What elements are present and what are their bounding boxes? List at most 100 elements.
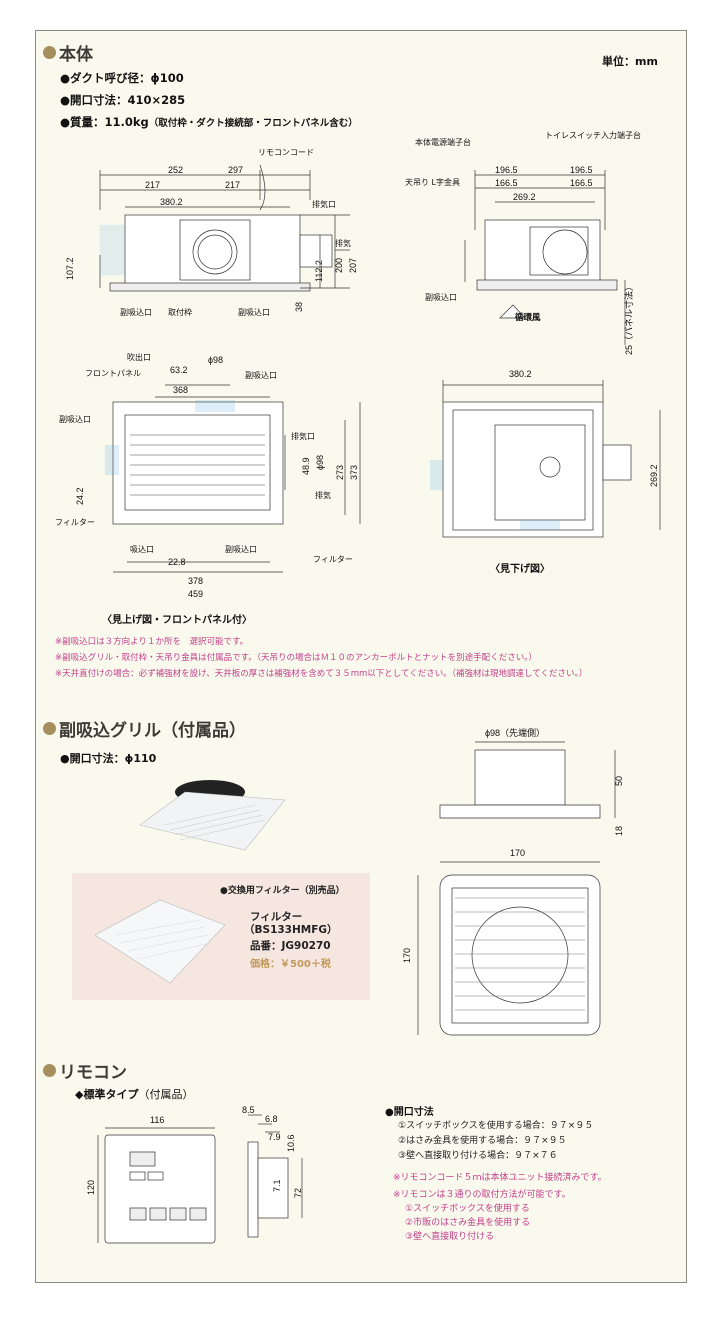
remote-opening-2: ②はさみ金具を使用する場合：９７×９５ [398, 1136, 567, 1146]
filter-photo-icon [94, 899, 226, 984]
dim-grille-w170: 170 [510, 848, 525, 858]
dim-grille-h170: 170 [402, 948, 412, 963]
spec-duct: ●ダクト呼び径：ϕ100 [60, 71, 184, 85]
label-sub-intake: 副吸込口 [425, 293, 457, 302]
dim-phi98-side: ϕ98 [315, 455, 325, 470]
label-hanger: 天吊り L字金具 [405, 177, 460, 187]
label-front-panel: フロントパネル [85, 369, 141, 378]
grille-opening: ●開口寸法：ϕ110 [60, 752, 157, 765]
filter-heading: ●交換用フィルター（別売品） [220, 886, 345, 896]
label-sub-intake-bottom: 副吸込口 [225, 545, 257, 554]
note-3: ※天井直付けの場合：必ず補強材を設け、天井板の厚さは補強材を含めて３５mm以下と… [55, 669, 588, 679]
end-view-diagram: 本体電源端子台 トイレスイッチ入力端子台 天吊り L字金具 副吸込口 循環風 2… [405, 130, 641, 355]
dim-112-2: 112.2 [314, 260, 324, 282]
filter-name: フィルター [250, 911, 303, 923]
spec-mass: ●質量：11.0kg（取付枠・ダクト接続部・フロントパネル含む） [60, 115, 358, 129]
label-outlet: 吹出口 [127, 352, 151, 362]
dim-grille-50: 50 [614, 776, 624, 786]
remote-opening-title: ●開口寸法 [385, 1107, 434, 1118]
dim-remote-10-6: 10.6 [286, 1134, 296, 1152]
bullet-dot-icon [43, 1064, 56, 1077]
filter-info-box: ●交換用フィルター（別売品） フィルター （BS133HMFG） 品番：JG90… [72, 873, 370, 1000]
label-sub-intake-top: 副吸込口 [245, 371, 277, 380]
remote-dimension-diagram: 116 120 8.5 6.8 7.9 10.6 7.1 72 [86, 1105, 303, 1244]
dim-200: 200 [334, 258, 344, 273]
dim-217b: 217 [225, 180, 240, 190]
label-sub-intake-left: 副吸込口 [59, 415, 91, 424]
caption-under-view: 〈見下げ図〉 [490, 564, 550, 575]
dim-remote-6-8: 6.8 [265, 1114, 278, 1124]
label-filter-left: フィルター [55, 518, 95, 527]
dim-under-269-2: 269.2 [649, 464, 659, 487]
side-view-diagram: 252 297 217 217 380.2 107.2 112.2 200 20… [65, 148, 358, 317]
dim-phi98-top: ϕ98 [208, 355, 223, 365]
spec-opening: ●開口寸法：410×285 [60, 93, 186, 107]
dim-panel-25: 25（パネル寸法） [623, 282, 634, 355]
note-1: ※副吸込口は３方向より１か所を 選択可能です。 [55, 637, 249, 647]
bullet-dot-icon [43, 46, 56, 59]
dim-196-5b: 196.5 [570, 165, 593, 175]
remote-mount-1: ①スイッチボックスを使用する [405, 1204, 530, 1214]
filter-model: （BS133HMFG） [244, 924, 338, 936]
dim-remote-116: 116 [150, 1115, 164, 1125]
dim-107-2: 107.2 [65, 257, 75, 280]
section-title-main: 本体 [43, 40, 93, 65]
section-title-remote: リモコン [43, 1058, 127, 1083]
dim-remote-72: 72 [293, 1188, 303, 1198]
remote-type: ◆標準タイプ（付属品） [75, 1088, 194, 1101]
label-sub-intake-2: 副吸込口 [238, 308, 270, 317]
dim-297: 297 [228, 165, 243, 175]
dim-380-2: 380.2 [160, 197, 183, 207]
remote-mount-note: ※リモコンは３通りの取付方法が可能です。 [393, 1190, 571, 1200]
note-2: ※副吸込グリル・取付枠・天吊り金具は付属品です。（天吊りの場合はＭ１０のアンカー… [55, 653, 537, 663]
dim-22-8: 22.8 [168, 557, 186, 567]
under-view-diagram: 380.2 269.2 [430, 369, 661, 538]
dim-63-2: 63.2 [170, 365, 188, 375]
label-filter-right: フィルター [313, 555, 353, 564]
dim-269-2: 269.2 [513, 192, 536, 202]
dim-remote-7-1: 7.1 [272, 1179, 282, 1192]
dim-166-5b: 166.5 [570, 178, 593, 188]
label-toilet-switch-terminal: トイレスイッチ入力端子台 [545, 130, 641, 140]
dim-24-2: 24.2 [75, 487, 85, 505]
dim-459: 459 [188, 589, 203, 599]
filter-price: 価格：￥500＋税 [250, 959, 331, 970]
remote-opening-1: ①スイッチボックスを使用する場合：９７×９５ [398, 1121, 594, 1131]
label-intake: 吸込口 [130, 545, 154, 554]
dim-grille-dia: ϕ98（先端側） [485, 727, 545, 738]
remote-mount-2: ②市販のはさみ金具を使用する [405, 1218, 531, 1228]
label-mount-frame: 取付枠 [168, 307, 192, 317]
label-exhaust: 排気口 [291, 431, 315, 441]
dim-48-9: 48.9 [301, 457, 311, 475]
dim-373: 373 [349, 465, 359, 480]
grille-photo-icon [139, 780, 286, 851]
bullet-dot-icon [43, 722, 56, 735]
dim-38: 38 [294, 302, 304, 312]
caption-bottom-view: 〈見上げ図・フロントパネル付〉 [102, 615, 252, 626]
dim-207: 207 [348, 258, 358, 273]
dim-grille-18: 18 [614, 826, 624, 836]
dim-under-380-2: 380.2 [509, 369, 532, 379]
grille-dimension-diagram: ϕ98（先端側） 50 18 170 170 [402, 727, 624, 1036]
dim-166-5a: 166.5 [495, 178, 518, 188]
dim-remote-7-9: 7.9 [268, 1132, 281, 1142]
dim-remote-120: 120 [86, 1180, 96, 1195]
section-title-grille: 副吸込グリル（付属品） [43, 716, 246, 741]
label-remocon-cord: リモコンコード [258, 148, 314, 157]
label-power-terminal: 本体電源端子台 [415, 137, 471, 147]
dim-196-5a: 196.5 [495, 165, 518, 175]
label-exhaust: 排気口 [312, 199, 336, 209]
label-sub-intake: 副吸込口 [120, 308, 152, 317]
filter-part-number: 品番：JG90270 [250, 940, 331, 952]
dim-217a: 217 [145, 180, 160, 190]
label-exhaust-arrow: 排気 [335, 238, 351, 248]
remote-cord-note: ※リモコンコード５ｍは本体ユニット接続済みです。 [393, 1173, 607, 1183]
bottom-view-diagram: 吹出口 フロントパネル 副吸込口 副吸込口 排気口 フィルター フィルター 吸込… [55, 352, 361, 599]
label-circulation: 循環風 [515, 312, 541, 323]
dim-368: 368 [173, 385, 188, 395]
remote-mount-3: ③壁へ直接取り付ける [405, 1232, 495, 1242]
dim-378: 378 [188, 576, 203, 586]
remote-opening-3: ③壁へ直接取り付ける場合：９７×７６ [398, 1151, 558, 1161]
unit-label: 単位：mm [602, 55, 658, 68]
dim-252: 252 [168, 165, 183, 175]
